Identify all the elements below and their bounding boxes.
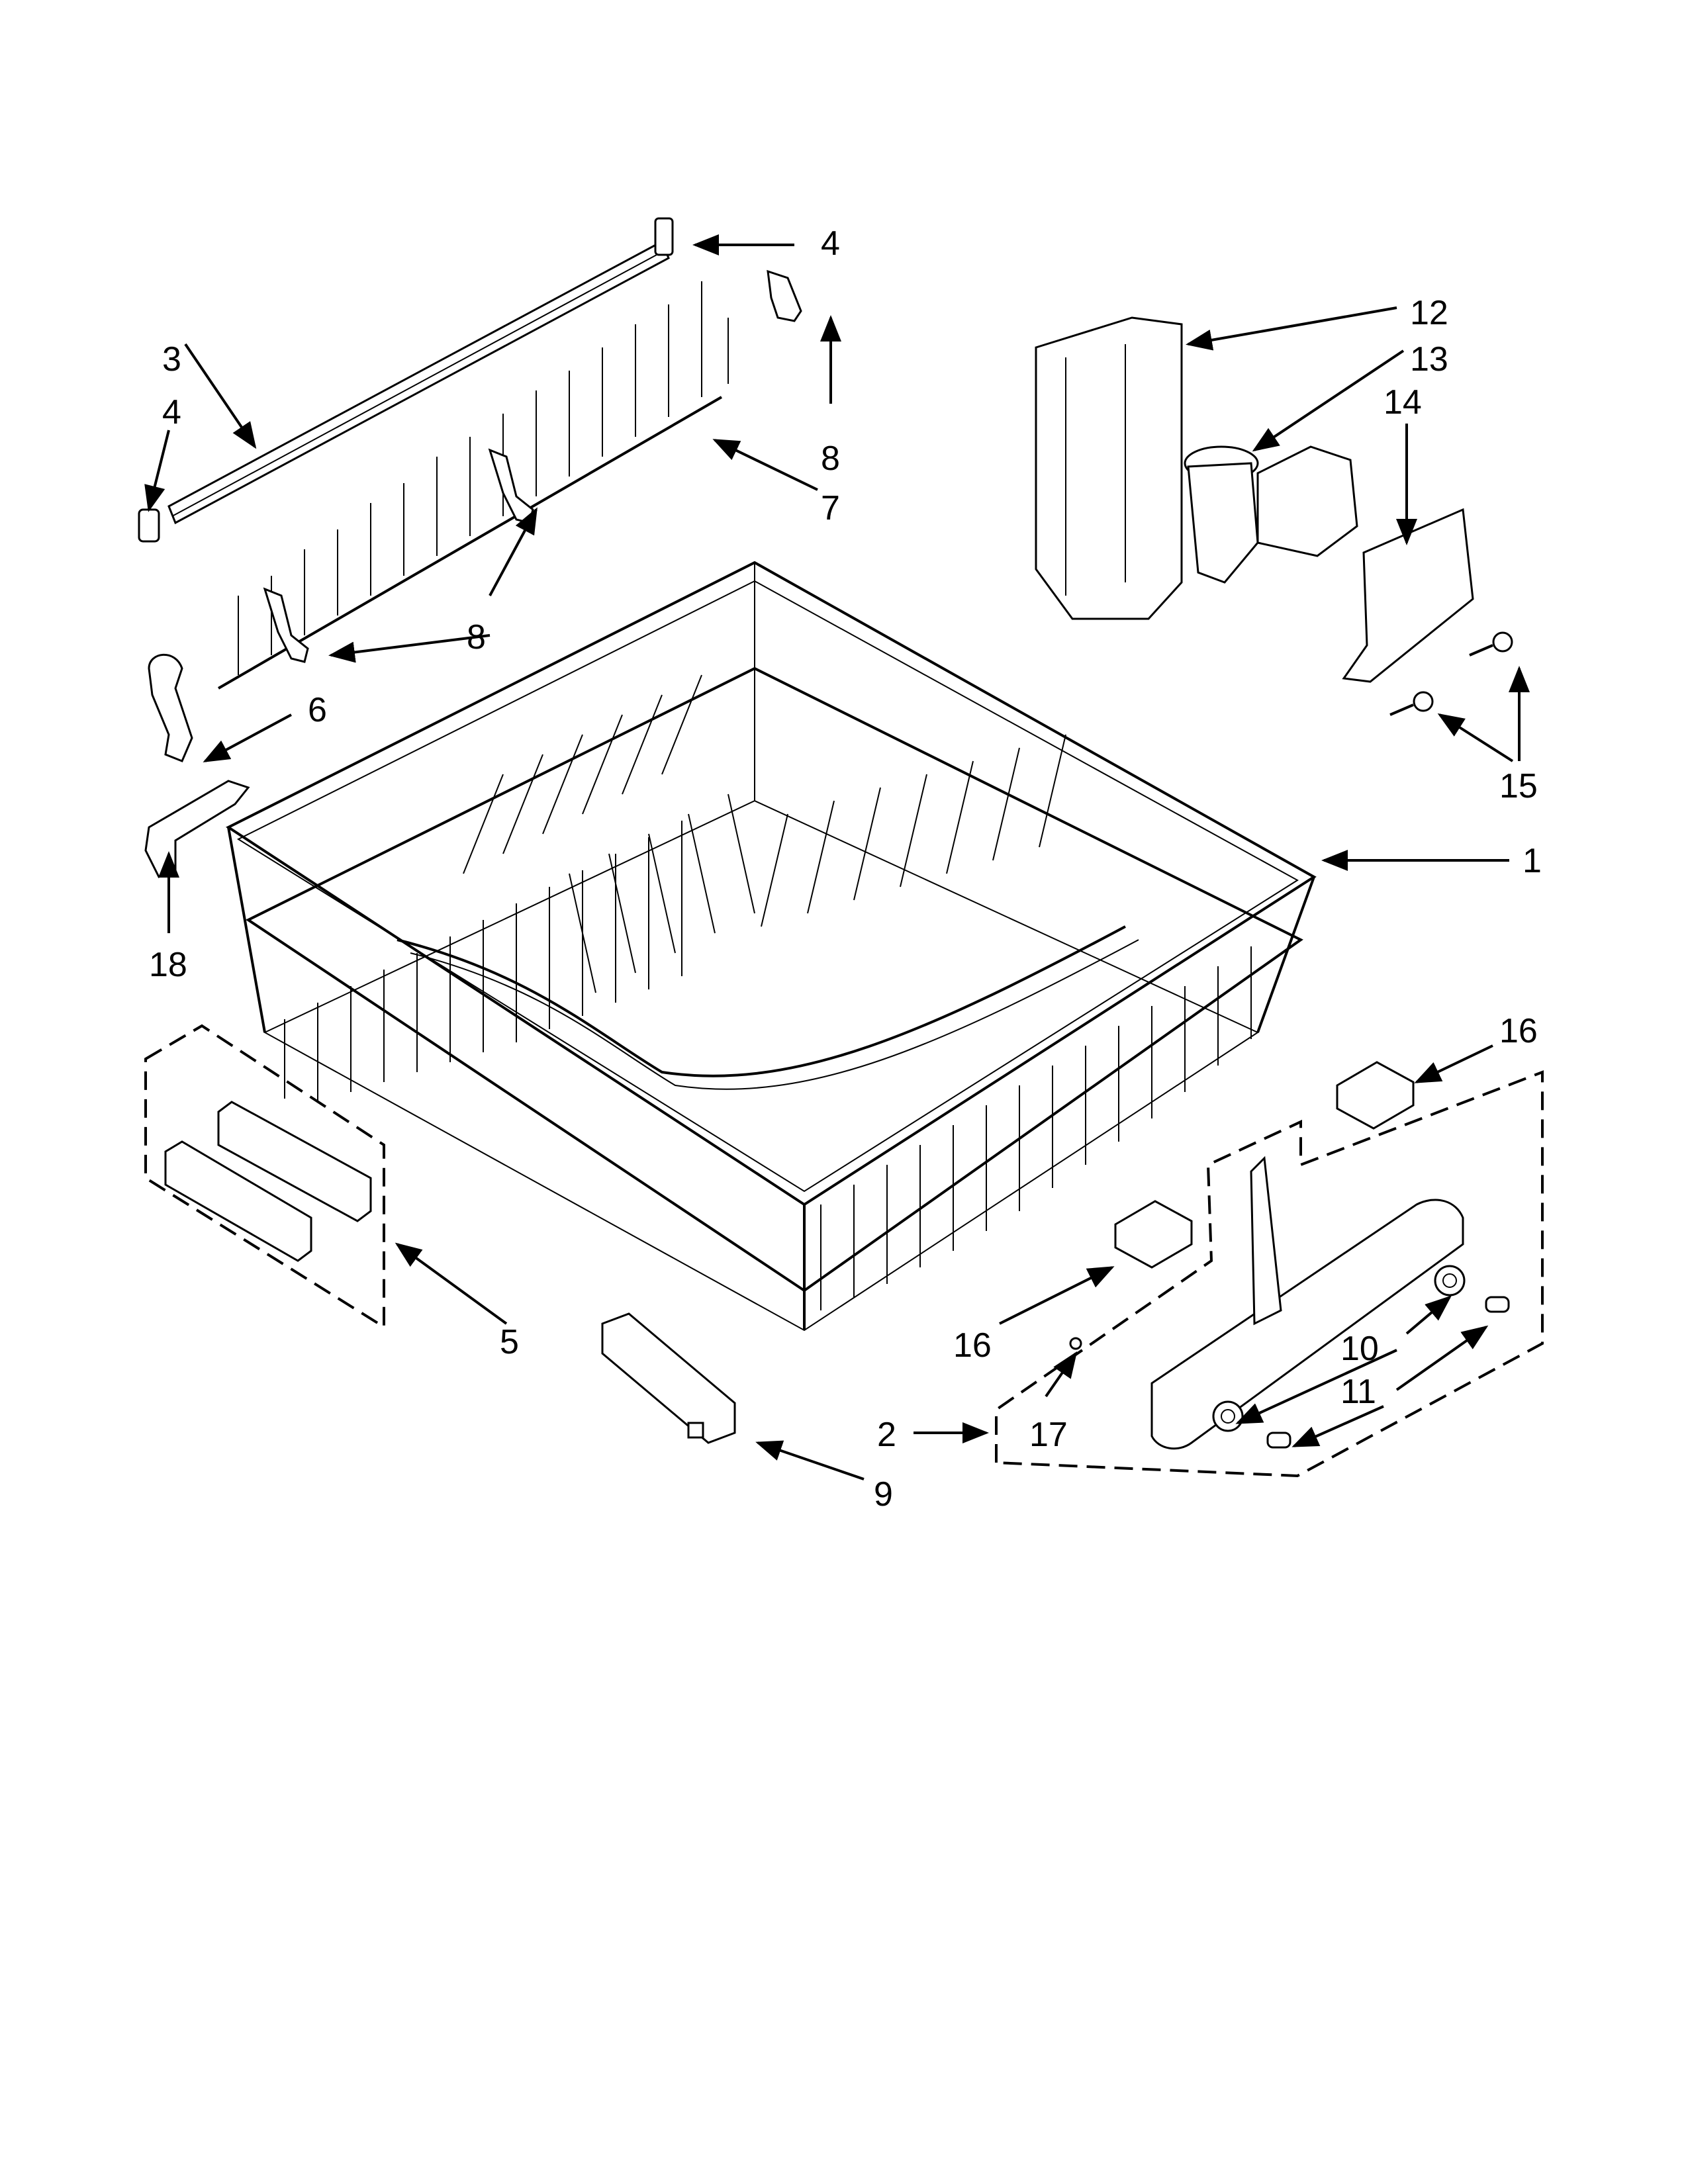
tine-clip-left	[263, 587, 309, 663]
callout-1: 1	[1523, 842, 1542, 880]
callout-9: 9	[874, 1475, 893, 1514]
callout-4-right: 4	[821, 224, 840, 263]
screw-upper	[1469, 631, 1513, 657]
screw-lower	[1389, 691, 1434, 716]
tine-row	[217, 281, 729, 690]
callout-17: 17	[1029, 1416, 1068, 1454]
upper-dishrack	[226, 561, 1317, 1332]
rack-slide-clip-lower	[1114, 1200, 1193, 1269]
callout-16-left: 16	[953, 1326, 992, 1365]
callout-8-center: 8	[467, 618, 486, 657]
adjuster-handle-kit	[144, 1024, 385, 1330]
wheel-axle-rear	[1485, 1296, 1510, 1313]
callout-6: 6	[308, 691, 327, 729]
callout-13: 13	[1410, 340, 1448, 379]
callout-16-right: 16	[1499, 1012, 1538, 1050]
rack-wheel-front	[1212, 1400, 1244, 1432]
rack-adjuster-housing	[1035, 316, 1183, 620]
rack-adjuster-lever	[148, 653, 193, 762]
rack-slide-track	[1150, 1156, 1464, 1450]
rack-rail-clip	[601, 1312, 736, 1444]
rail-end-cap-left	[138, 508, 160, 543]
callout-18: 18	[149, 946, 187, 984]
callout-10: 10	[1340, 1330, 1379, 1368]
rack-rail	[167, 240, 670, 525]
tine-clip-center	[488, 448, 534, 524]
rack-wheel-rear	[1434, 1265, 1466, 1297]
callout-14: 14	[1383, 383, 1422, 422]
rack-adjuster-arm	[1184, 445, 1358, 584]
leader-arrows	[144, 234, 1530, 1480]
callout-7: 7	[821, 489, 840, 527]
callout-8-right: 8	[821, 439, 840, 478]
callout-3: 3	[162, 340, 181, 379]
callout-5: 5	[500, 1323, 519, 1361]
rack-adjuster-kit	[995, 1070, 1544, 1478]
callout-2: 2	[877, 1416, 896, 1454]
callout-4-left: 4	[162, 393, 181, 432]
callout-12: 12	[1410, 294, 1448, 332]
callout-15: 15	[1499, 767, 1538, 805]
axle-screw	[1069, 1337, 1082, 1350]
rail-end-cap-right	[654, 217, 674, 256]
tine-clip-right	[767, 269, 802, 322]
wheel-axle-front	[1266, 1432, 1291, 1449]
callout-11: 11	[1340, 1373, 1376, 1411]
rack-slide-clip-upper	[1336, 1061, 1415, 1130]
rack-adjuster-cover	[1342, 508, 1474, 683]
